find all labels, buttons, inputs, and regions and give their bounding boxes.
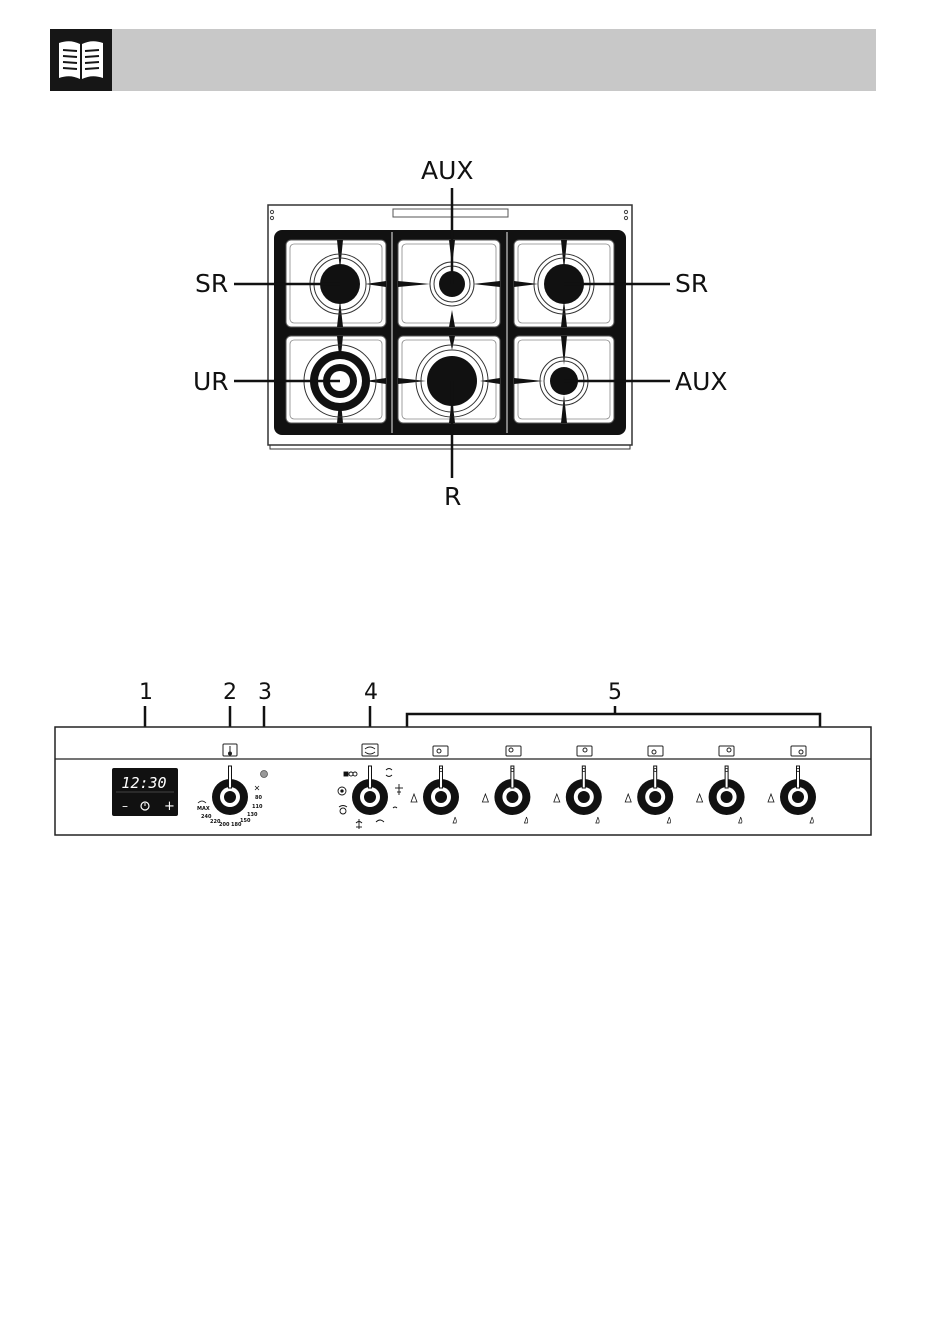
control-panel-diagram: 12:30 – + MAX 240 220 200 180 150 130 11… xyxy=(40,680,880,845)
thermostat-scale-max: MAX xyxy=(197,806,210,812)
clock-plus-button[interactable]: + xyxy=(164,799,175,814)
thermostat-scale-80: 80 xyxy=(255,795,262,801)
open-book-icon xyxy=(50,29,112,91)
thermostat-scale-200: 200 xyxy=(219,822,230,828)
thermostat-scale-110: 110 xyxy=(252,804,263,810)
header-bar xyxy=(50,29,876,91)
clock-minus-button[interactable]: – xyxy=(122,799,128,813)
hob-diagram xyxy=(190,160,750,500)
clock-time: 12:30 xyxy=(121,774,166,792)
thermostat-scale-130: 130 xyxy=(247,812,258,818)
thermostat-scale-150: 150 xyxy=(240,818,251,824)
indicator-light xyxy=(261,771,268,778)
